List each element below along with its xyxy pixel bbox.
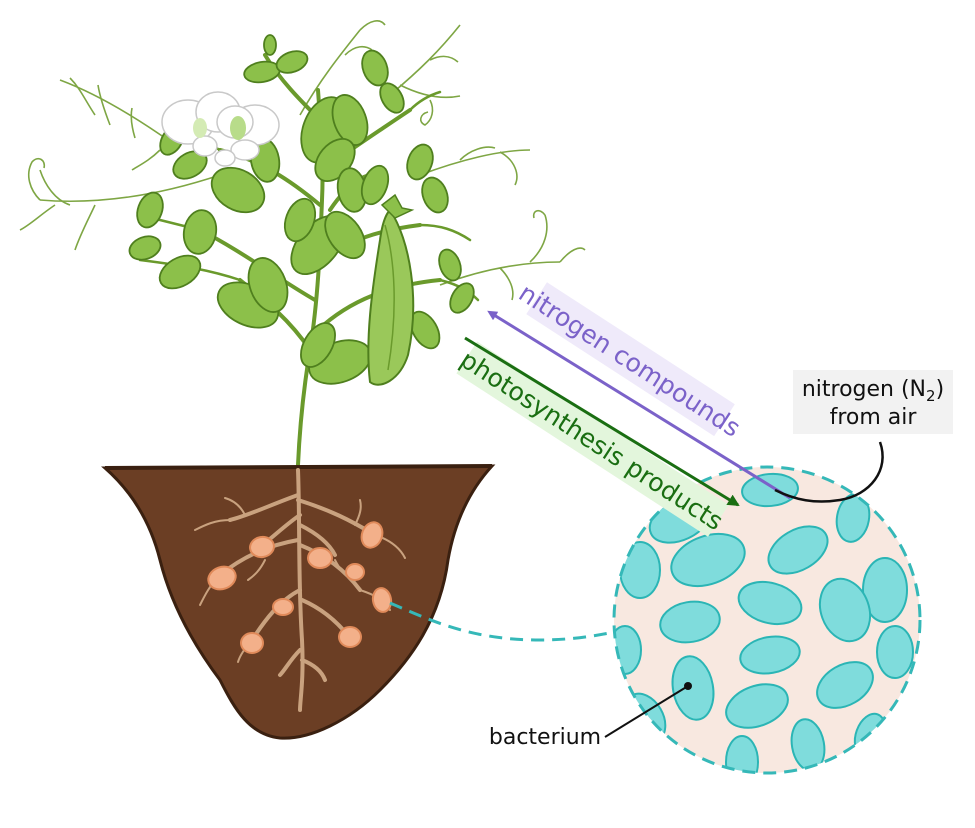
bacterium-cell <box>671 655 715 721</box>
nitrogen-air-prefix: nitrogen (N <box>802 377 926 402</box>
bacterium-cell <box>862 557 908 623</box>
nodule-circle-border <box>612 465 922 775</box>
nitrogen-air-label-group: nitrogen (N2) from air <box>793 370 953 434</box>
magnified-nodule <box>612 465 922 775</box>
bacterium-label: bacterium <box>489 725 601 750</box>
nitrogen-subscript: 2 <box>926 387 936 405</box>
bacterium-cell <box>816 661 874 709</box>
bacterium-pointer-dot <box>684 682 692 690</box>
label-background <box>456 341 729 537</box>
flowers <box>161 91 280 167</box>
bacterium-cell <box>876 625 914 679</box>
bacterium-cell <box>741 472 799 508</box>
label-background <box>793 370 953 434</box>
bacterium-cell <box>659 600 721 644</box>
bacterium-cell <box>767 525 829 575</box>
bacterium-cell <box>725 683 789 729</box>
bacterium-cell <box>619 541 661 599</box>
roots <box>218 468 377 712</box>
bacterium-cell <box>670 532 746 588</box>
nitrogen-air-label-line2: from air <box>830 405 918 430</box>
pea-pod <box>367 193 415 386</box>
bacterium-cell <box>739 635 801 675</box>
pea-plant <box>19 20 586 467</box>
bacterium-pointer <box>604 685 689 738</box>
bacterium-cell <box>725 735 759 773</box>
root-nodules <box>207 521 393 654</box>
bacterium-cell <box>737 580 803 626</box>
nitrogen-compounds-arrow <box>487 310 791 500</box>
photosynthesis-products-arrow <box>464 336 740 507</box>
label-background <box>526 282 735 437</box>
nitrogen-air-label-line1: nitrogen (N2) <box>802 377 944 405</box>
bacterium-cell <box>818 577 872 643</box>
nitrogen-air-pointer <box>774 441 884 503</box>
photosynthesis-label-group: photosynthesis products <box>455 341 729 537</box>
nitrogen-air-suffix: ) <box>936 377 945 402</box>
